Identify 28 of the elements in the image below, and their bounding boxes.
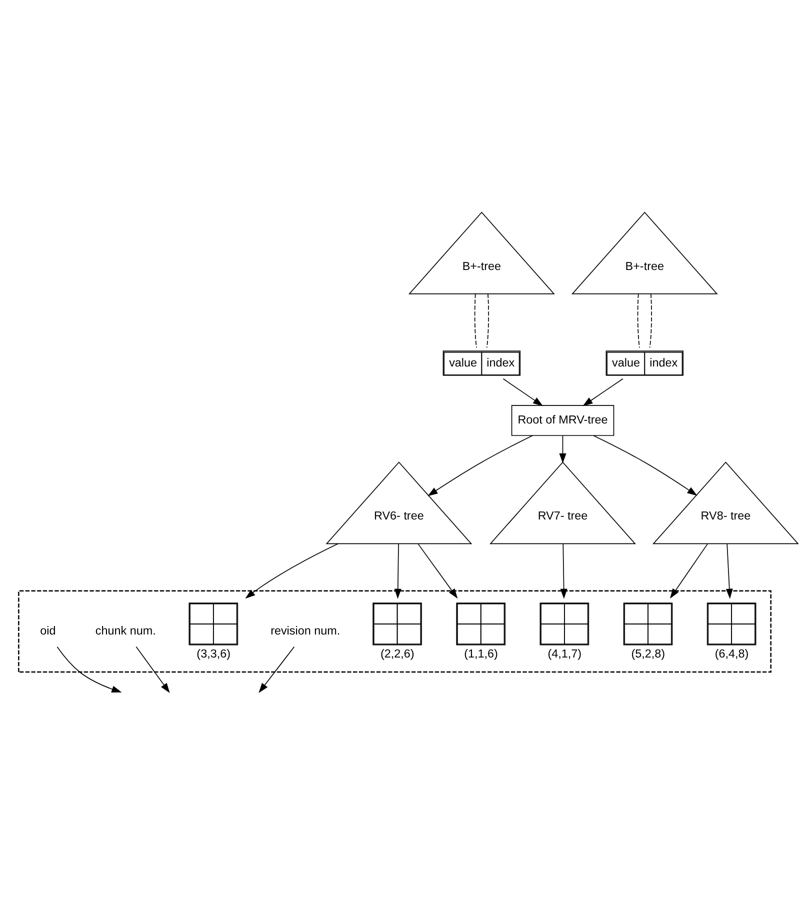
arrow	[245, 542, 338, 598]
arrow	[502, 378, 544, 406]
arrow	[582, 378, 624, 406]
arrow	[394, 543, 402, 598]
node-box: Root of MRV-tree	[511, 404, 614, 436]
node-label: (5,2,8)	[631, 647, 666, 660]
arrow	[136, 646, 170, 692]
arrow	[560, 543, 568, 598]
node-text: revision num.	[270, 624, 340, 638]
node-label: (1,1,6)	[464, 647, 498, 660]
node-label: (3,3,6)	[196, 647, 230, 660]
arrow	[726, 543, 733, 598]
connector	[649, 293, 652, 348]
node-label: (6,4,8)	[714, 647, 749, 660]
arrow	[56, 646, 122, 692]
arrow	[593, 434, 698, 496]
connector	[637, 293, 640, 348]
node-text: oid	[40, 624, 56, 638]
node-label: (2,2,6)	[380, 647, 414, 660]
connector	[474, 293, 477, 348]
connector	[486, 293, 489, 348]
arrow	[258, 646, 295, 692]
arrow	[418, 543, 458, 598]
node-text: chunk num.	[95, 624, 156, 638]
arrow	[670, 543, 708, 598]
node-label: (4,1,7)	[548, 647, 582, 660]
arrow	[428, 434, 534, 496]
arrow	[559, 434, 566, 463]
